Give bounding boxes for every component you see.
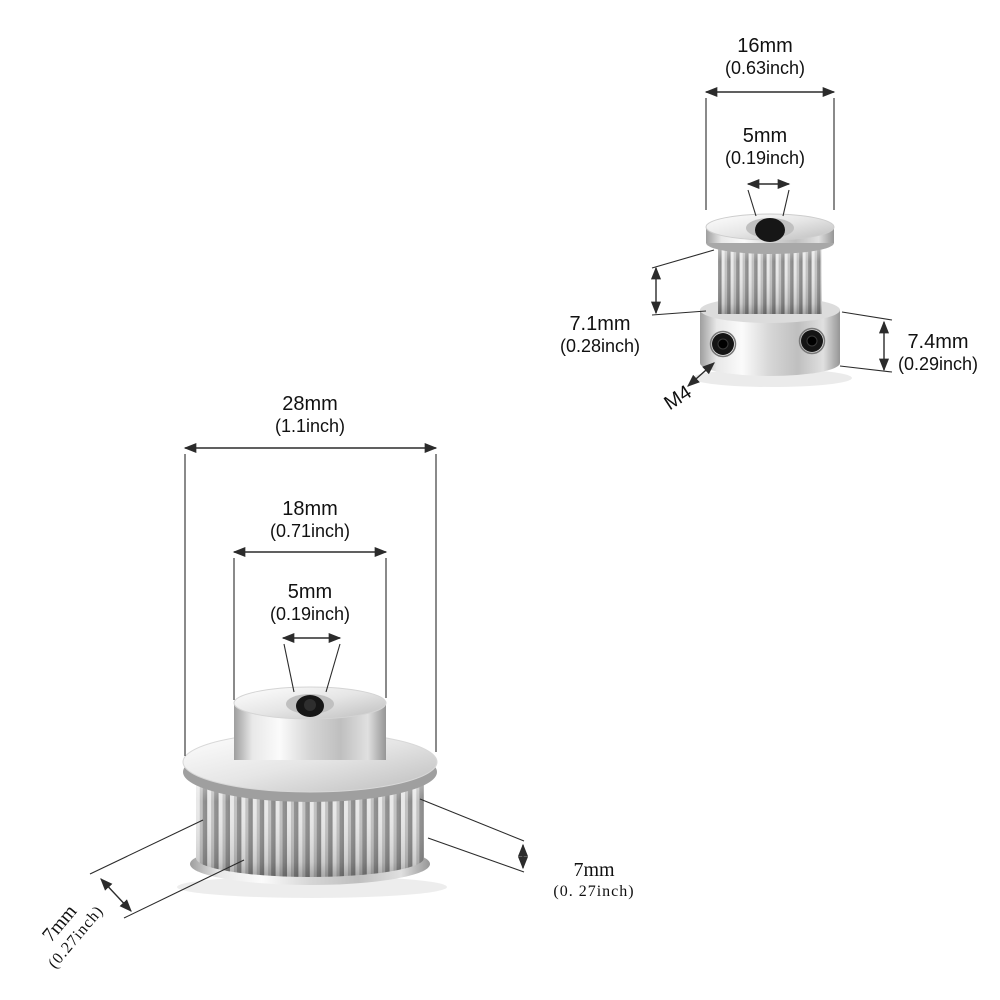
dim-16mm bbox=[704, 86, 836, 210]
dim-label-7p4mm: 7.4mm (0.29inch) bbox=[882, 330, 994, 376]
dim-value: 7.4mm bbox=[907, 331, 969, 353]
dim-label-16mm: 16mm (0.63inch) bbox=[697, 34, 833, 80]
large-pulley-bore-socket bbox=[304, 699, 316, 711]
dim-label-5mm-small: 5mm (0.19inch) bbox=[697, 124, 833, 170]
dim-inch: (0.19inch) bbox=[269, 604, 351, 624]
small-pulley-set-screw-right bbox=[798, 327, 826, 355]
dim-inch: (0.63inch) bbox=[724, 58, 806, 78]
small-pulley-teeth-shading bbox=[718, 244, 822, 314]
dim-inch: (0.19inch) bbox=[724, 148, 806, 168]
dim-7mm-left bbox=[89, 819, 245, 919]
dim-value: 18mm bbox=[282, 498, 338, 520]
dim-label-18mm: 18mm (0.71inch) bbox=[243, 497, 377, 543]
dim-value: 16mm bbox=[737, 35, 793, 57]
small-pulley-dimensions bbox=[650, 86, 893, 387]
dim-7p4mm bbox=[839, 311, 893, 373]
dim-label-7mm-right: 7mm (0. 27inch) bbox=[532, 858, 656, 901]
dim-28mm bbox=[183, 442, 438, 756]
set-screw-ring bbox=[709, 330, 737, 358]
dim-5mm-small bbox=[746, 178, 791, 217]
dim-m4-arrow bbox=[687, 362, 715, 387]
dim-inch: (0.71inch) bbox=[269, 521, 351, 541]
dim-value: 7.1mm bbox=[569, 313, 631, 335]
dim-value: 7mm bbox=[573, 859, 615, 881]
set-screw-socket bbox=[806, 335, 818, 347]
dim-18mm bbox=[232, 546, 388, 700]
dim-7p1mm bbox=[650, 249, 715, 316]
dim-inch: (0.28inch) bbox=[559, 336, 641, 356]
small-pulley-bore bbox=[755, 218, 785, 242]
small-pulley-set-screw-left bbox=[709, 330, 737, 358]
dim-value: 28mm bbox=[282, 393, 338, 415]
dim-inch: (0.29inch) bbox=[897, 354, 979, 374]
dim-7mm-right bbox=[419, 798, 529, 873]
set-screw-socket bbox=[717, 338, 729, 350]
dim-inch: (1.1inch) bbox=[274, 416, 346, 436]
large-pulley-illustration bbox=[177, 686, 447, 898]
dim-label-7p1mm: 7.1mm (0.28inch) bbox=[542, 312, 658, 358]
dim-label-5mm-large: 5mm (0.19inch) bbox=[243, 580, 377, 626]
dim-label-28mm: 28mm (1.1inch) bbox=[243, 392, 377, 438]
dim-value: 5mm bbox=[742, 125, 788, 147]
dim-value: 5mm bbox=[287, 581, 333, 603]
large-pulley-dimensions bbox=[89, 442, 529, 919]
large-pulley-teeth-shading bbox=[196, 776, 424, 877]
dim-5mm-large bbox=[281, 632, 342, 693]
set-screw-ring bbox=[798, 327, 826, 355]
small-pulley-illustration bbox=[692, 213, 852, 387]
dim-inch: (0. 27inch) bbox=[553, 883, 635, 900]
